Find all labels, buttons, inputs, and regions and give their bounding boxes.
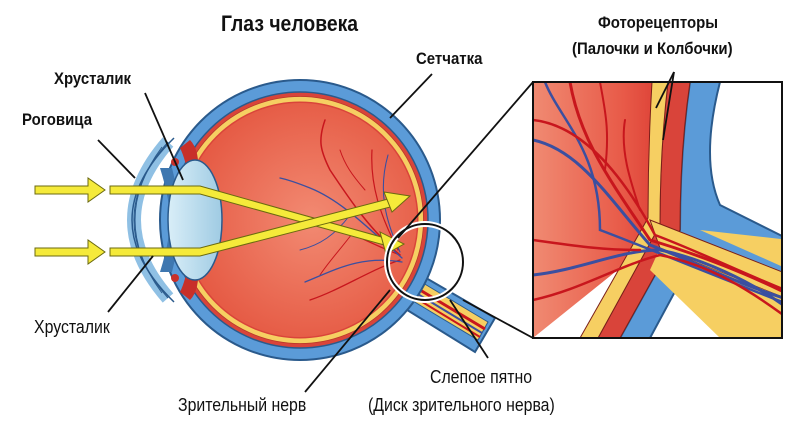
label-photoreceptors-line1: Фоторецепторы	[598, 13, 718, 32]
zoom-inset	[532, 81, 783, 339]
label-lens-top: Хрусталик	[54, 69, 132, 88]
label-blind-spot-line2: (Диск зрительного нерва)	[368, 395, 555, 415]
label-optic-nerve: Зрительный нерв	[178, 395, 307, 415]
label-lens-bottom: Хрусталик	[34, 317, 110, 337]
incoming-arrows	[34, 177, 106, 265]
lens	[167, 159, 223, 281]
diagram-title: Глаз человека	[221, 11, 359, 36]
label-photoreceptors-line2: (Палочки и Колбочки)	[572, 39, 733, 58]
label-blind-spot-line1: Слепое пятно	[430, 367, 533, 387]
inset-frame	[532, 81, 783, 339]
label-retina: Сетчатка	[416, 49, 483, 68]
eyeball	[34, 79, 497, 361]
leader-lines	[97, 71, 675, 393]
label-cornea: Роговица	[22, 110, 93, 129]
